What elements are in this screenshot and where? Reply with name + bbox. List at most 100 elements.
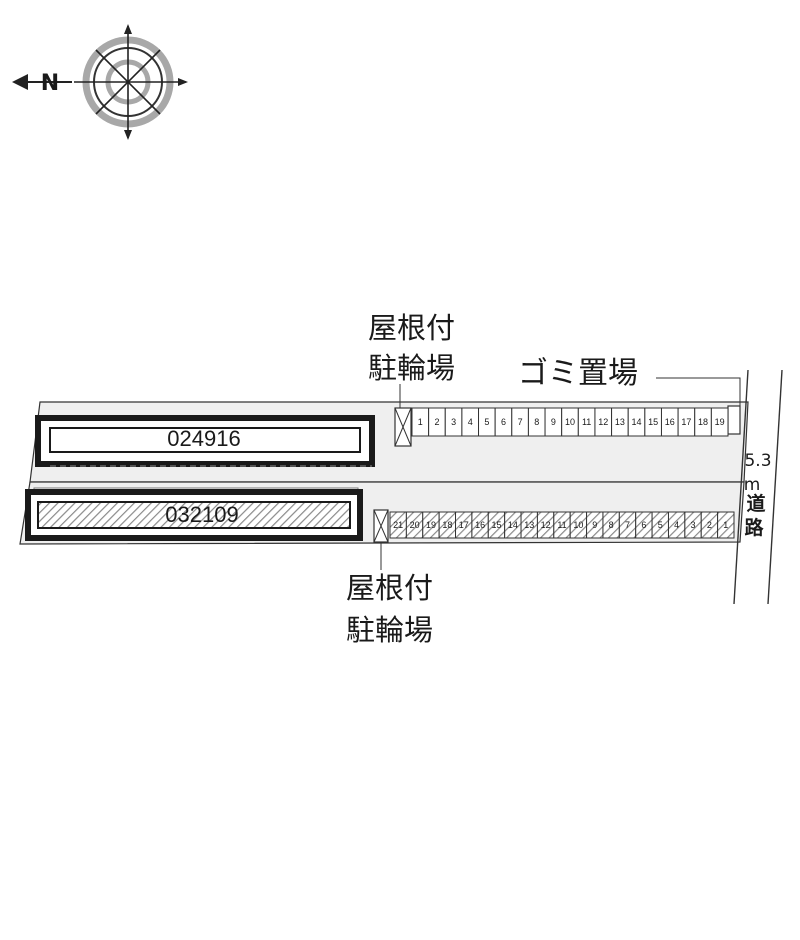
stall-number: 19 (426, 520, 436, 530)
stall-number: 18 (442, 520, 452, 530)
stall-number: 4 (468, 417, 473, 427)
parking-bottom-stall-10: 10 (569, 511, 588, 539)
stall-number: 10 (565, 417, 575, 427)
stall-number: 4 (674, 520, 679, 530)
stall-number: 15 (648, 417, 658, 427)
stall-number: 1 (723, 520, 728, 530)
stall-number: 17 (681, 417, 691, 427)
parking-top-stall-4: 4 (461, 407, 480, 437)
parking-bottom-stall-21: 21 (389, 511, 407, 539)
stall-number: 18 (698, 417, 708, 427)
stall-number: 2 (707, 520, 712, 530)
road-width-label: 5.3 (744, 451, 771, 471)
stall-number: 17 (459, 520, 469, 530)
stall-number: 11 (557, 520, 566, 530)
parking-bottom-stall-18: 18 (438, 511, 457, 539)
parking-bottom-stall-9: 9 (586, 511, 604, 539)
stall-number: 21 (393, 520, 403, 530)
building-032109: 032109 (25, 487, 363, 541)
stall-number: 6 (501, 417, 506, 427)
parking-top-stall-18: 18 (694, 407, 712, 437)
stall-number: 6 (641, 520, 646, 530)
bike-parking-top-label-line2: 駐輪場 (368, 351, 455, 385)
parking-bottom-stall-13: 13 (520, 511, 538, 539)
parking-top-stall-3: 3 (444, 407, 463, 437)
stall-number: 11 (582, 417, 591, 427)
north-arrow-icon (12, 74, 28, 90)
parking-top-stall-10: 10 (561, 407, 579, 437)
bike-parking-bottom-label-line2: 駐輪場 (346, 613, 433, 647)
stall-number: 5 (658, 520, 663, 530)
garbage-area (656, 377, 741, 435)
stall-number: 15 (491, 520, 501, 530)
stall-number: 13 (524, 520, 534, 530)
stall-number: 3 (691, 520, 696, 530)
compass-rose-icon: N (12, 24, 188, 140)
parking-top-stall-11: 11 (577, 407, 596, 437)
stall-number: 3 (451, 417, 456, 427)
parking-top-stall-12: 12 (594, 407, 613, 437)
stall-number: 20 (410, 520, 420, 530)
parking-bottom-stall-2: 2 (700, 511, 719, 539)
stall-number: 16 (665, 417, 675, 427)
parking-top-stall-9: 9 (544, 407, 563, 437)
stall-number: 8 (534, 417, 539, 427)
stall-number: 9 (592, 520, 597, 530)
stall-number: 19 (715, 417, 725, 427)
parking-bottom-stall-6: 6 (635, 511, 653, 539)
stall-number: 9 (551, 417, 556, 427)
parking-top-stall-14: 14 (627, 407, 646, 437)
parking-bottom-stall-1: 1 (717, 511, 735, 539)
parking-bottom-stall-11: 11 (553, 511, 571, 539)
parking-top-stall-5: 5 (478, 407, 496, 437)
stall-number: 14 (508, 520, 518, 530)
building-024916: 024916 (35, 415, 375, 467)
stall-number: 10 (573, 520, 583, 530)
parking-top-stall-7: 7 (511, 407, 529, 437)
stall-number: 14 (632, 417, 642, 427)
stall-number: 13 (615, 417, 625, 427)
building-label: 024916 (167, 426, 240, 451)
parking-top-stall-2: 2 (428, 407, 446, 437)
parking-bottom-stall-8: 8 (602, 511, 620, 539)
road-name-label-2: 路 (744, 516, 764, 539)
road-name-label-1: 道 (746, 492, 765, 515)
parking-top-stall-13: 13 (611, 407, 629, 437)
bike-parking-bottom-marker (373, 509, 389, 570)
north-label: N (41, 71, 59, 96)
parking-bottom-stall-7: 7 (618, 511, 637, 539)
road-edge-left (733, 369, 749, 605)
road-unit-label: m (744, 475, 761, 495)
road-edge-right (767, 369, 783, 605)
stall-number: 8 (609, 520, 614, 530)
stall-number: 7 (518, 417, 523, 427)
stall-number: 12 (541, 520, 551, 530)
parking-top-stall-8: 8 (527, 407, 546, 437)
stall-number: 16 (475, 520, 485, 530)
bike-parking-bottom-label-line1: 屋根付 (346, 571, 433, 605)
parking-top-stall-16: 16 (660, 407, 679, 437)
parking-bottom-stall-20: 20 (405, 511, 424, 539)
stall-number: 12 (598, 417, 608, 427)
parking-bottom-stall-15: 15 (487, 511, 506, 539)
building-label: 032109 (165, 502, 238, 527)
parking-top-stall-19: 19 (710, 407, 729, 437)
parking-bottom-stall-14: 14 (504, 511, 522, 539)
parking-top-stall-17: 17 (677, 407, 696, 437)
parking-top-stall-6: 6 (494, 407, 513, 437)
parking-bottom-stall-5: 5 (651, 511, 669, 539)
parking-bottom-stall-17: 17 (455, 511, 473, 539)
garbage-label: ゴミ置場 (518, 356, 638, 391)
bike-parking-top-label-line1: 屋根付 (368, 311, 455, 345)
parking-bottom-stall-16: 16 (471, 511, 489, 539)
stall-number: 5 (484, 417, 489, 427)
stall-number: 7 (625, 520, 630, 530)
parking-bottom-stall-4: 4 (667, 511, 686, 539)
bike-parking-top-marker (394, 384, 412, 447)
parking-bottom-stall-12: 12 (536, 511, 555, 539)
parking-bottom-stall-19: 19 (422, 511, 440, 539)
parking-top-stall-1: 1 (411, 407, 430, 437)
